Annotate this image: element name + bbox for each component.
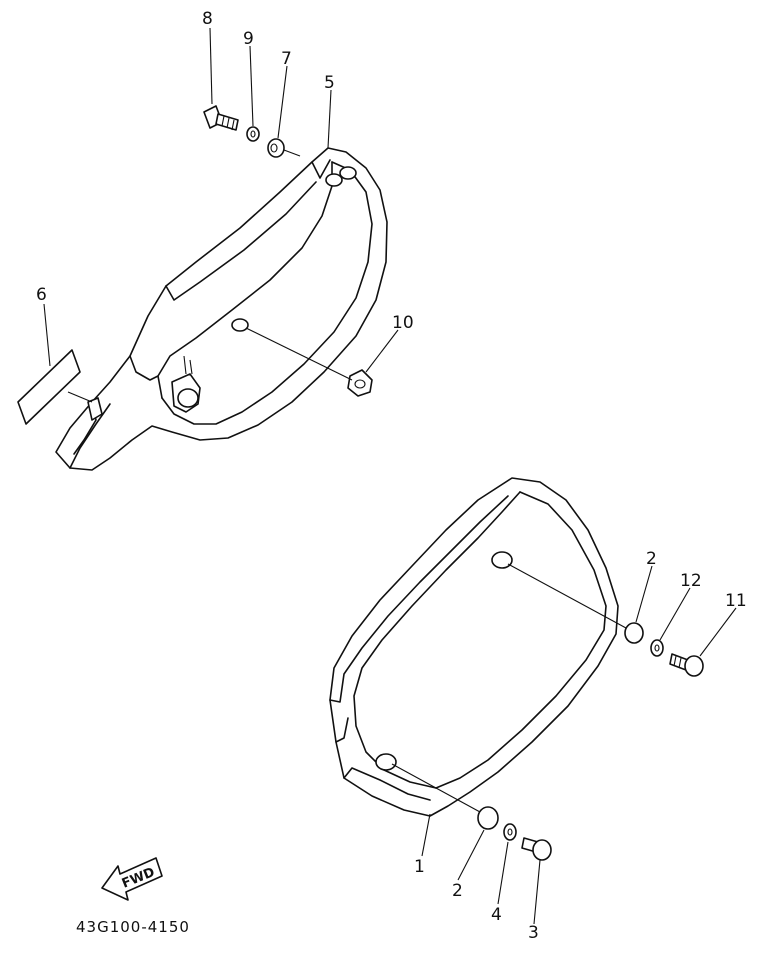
callout-9: 9 <box>243 29 254 49</box>
washer-2-upper <box>624 622 644 644</box>
side-cover-left-upper <box>55 147 388 471</box>
forward-direction-arrow: FWD <box>101 857 163 901</box>
side-cover-right-lower <box>329 477 619 817</box>
bolt-11 <box>669 653 704 677</box>
callout-10: 10 <box>392 313 414 333</box>
part-code: 43G100-4150 <box>76 918 190 936</box>
callout-2-upper: 2 <box>646 549 657 569</box>
callout-7: 7 <box>281 49 292 69</box>
bolt-8 <box>203 105 239 131</box>
assembly-lines <box>245 327 627 813</box>
collar-7 <box>267 138 301 158</box>
washer-2-lower <box>477 806 499 830</box>
callout-11: 11 <box>725 591 747 611</box>
washer-9 <box>246 126 260 142</box>
callout-3: 3 <box>528 923 539 943</box>
callout-1: 1 <box>414 857 425 877</box>
decal-label <box>17 349 93 425</box>
callout-2-lower: 2 <box>452 881 463 901</box>
callout-8: 8 <box>202 9 213 29</box>
bolt-3 <box>521 837 552 861</box>
washer-4 <box>503 823 517 841</box>
callout-6: 6 <box>36 285 47 305</box>
callout-12: 12 <box>680 571 702 591</box>
callout-4: 4 <box>491 905 502 925</box>
leader-lines <box>43 27 737 925</box>
washer-12 <box>650 639 664 657</box>
grommet-nut-10 <box>347 369 373 397</box>
callout-labels: 8 9 7 5 6 10 2 12 11 1 2 4 3 <box>36 9 747 943</box>
callout-5: 5 <box>324 73 335 93</box>
